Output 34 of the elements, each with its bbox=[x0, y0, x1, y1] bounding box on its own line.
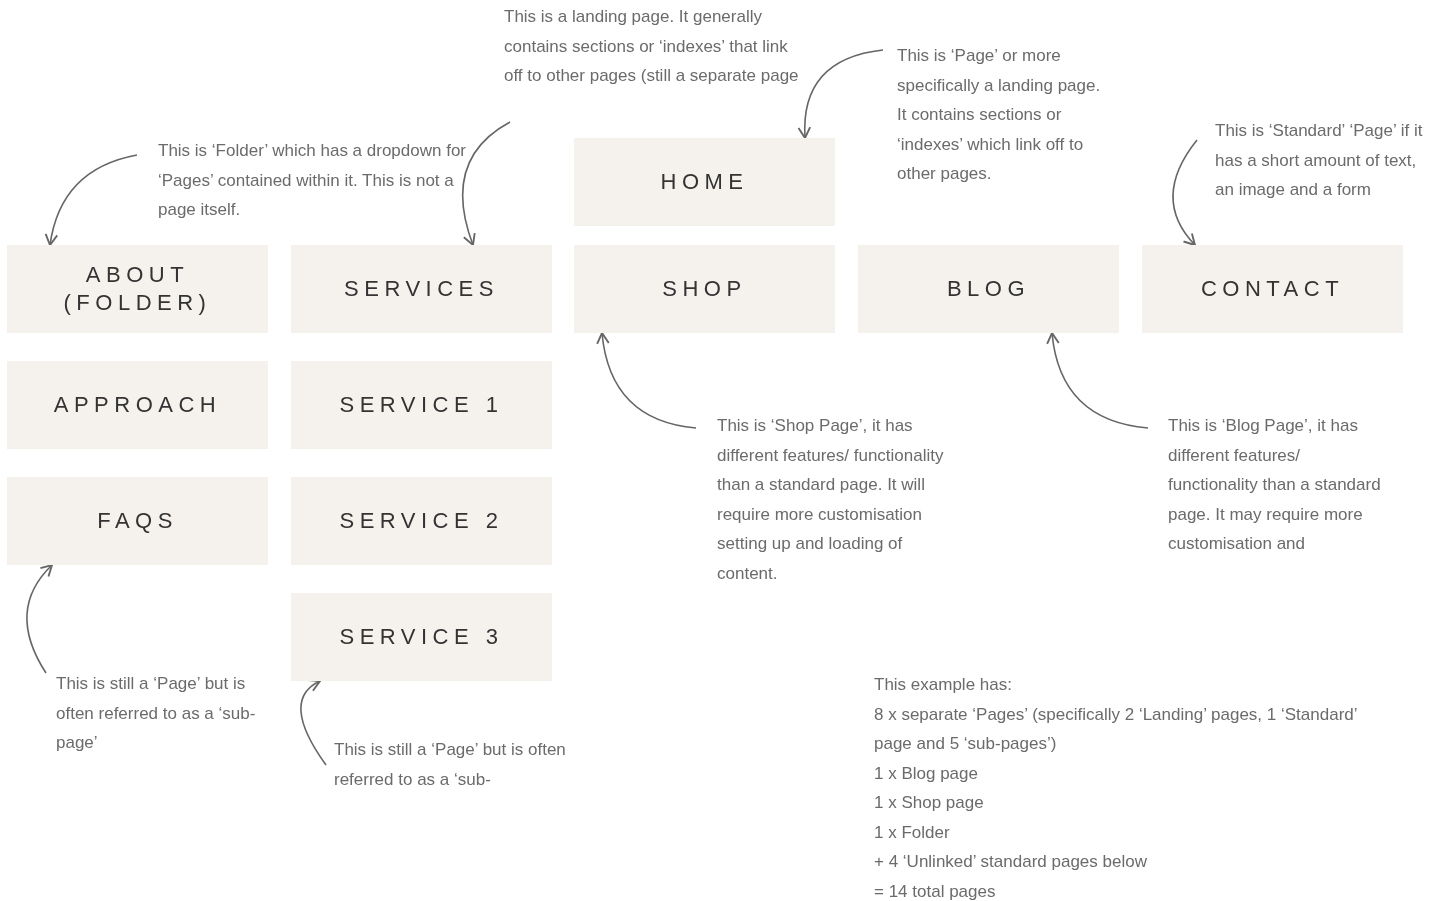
summary-text: 1 x Shop page bbox=[874, 792, 985, 814]
annotation-text: This is ‘Folder’ which has a dropdown for ‘Pages’ contained within it. This is not a page itself. bbox=[158, 136, 468, 225]
page-box: SERVICE 2 bbox=[291, 477, 552, 565]
summary-text: = 14 total pages bbox=[874, 880, 997, 901]
curved-arrow bbox=[1046, 332, 1149, 429]
curved-arrow bbox=[1172, 139, 1198, 246]
page-box: FAQS bbox=[7, 477, 268, 565]
curved-arrow bbox=[798, 49, 884, 139]
annotation-text: This is a landing page. It generally contains sections or ‘indexes’ that link off to other pages (still a separate page bbox=[504, 2, 804, 91]
annotation-text: This is ‘Standard’ ‘Page’ if it has a short amount of text, an image and a form bbox=[1215, 116, 1427, 205]
curved-arrow bbox=[461, 121, 511, 246]
page-box: CONTACT bbox=[1142, 245, 1403, 333]
page-box: BLOG bbox=[858, 245, 1119, 333]
summary-text: 1 x Blog page bbox=[874, 762, 979, 785]
curved-arrow bbox=[26, 564, 53, 674]
summary-text: 1 x Folder bbox=[874, 821, 951, 844]
annotation-text: This is ‘Blog Page’, it has different features/ functionality than a standard page. It may require more customisation and bbox=[1168, 411, 1393, 559]
page-box: HOME bbox=[574, 138, 835, 226]
summary-text: 8 x separate ‘Pages’ (specifically 2 ‘Landing’ pages, 1 ‘Standard’ page and 5 ‘sub-pages’) bbox=[874, 703, 1358, 755]
curved-arrow bbox=[596, 332, 697, 429]
curved-arrow bbox=[300, 680, 327, 766]
page-box: SHOP bbox=[574, 245, 835, 333]
page-box: SERVICES bbox=[291, 245, 552, 333]
page-box: SERVICE 3 bbox=[291, 593, 552, 681]
annotation-text: This is ‘Page’ or more specifically a landing page. It contains sections or ‘indexes’ which link off to other pages. bbox=[897, 41, 1112, 189]
page-box: APPROACH bbox=[7, 361, 268, 449]
page-box: ABOUT (FOLDER) bbox=[7, 245, 268, 333]
annotation-text: This is still a ‘Page’ but is often referred to as a ‘sub-page’ bbox=[56, 669, 256, 758]
curved-arrow bbox=[45, 154, 138, 246]
summary-text: + 4 ‘Unlinked’ standard pages below bbox=[874, 851, 1148, 873]
annotation-text: This is ‘Shop Page’, it has different features/ functionality than a standard page. It will require more customisation setting up and loading of content. bbox=[717, 411, 962, 588]
summary-text: This example has: bbox=[874, 674, 1013, 696]
page-box: SERVICE 1 bbox=[291, 361, 552, 449]
annotation-text: This is still a ‘Page’ but is often referred to as a ‘sub- bbox=[334, 735, 594, 794]
